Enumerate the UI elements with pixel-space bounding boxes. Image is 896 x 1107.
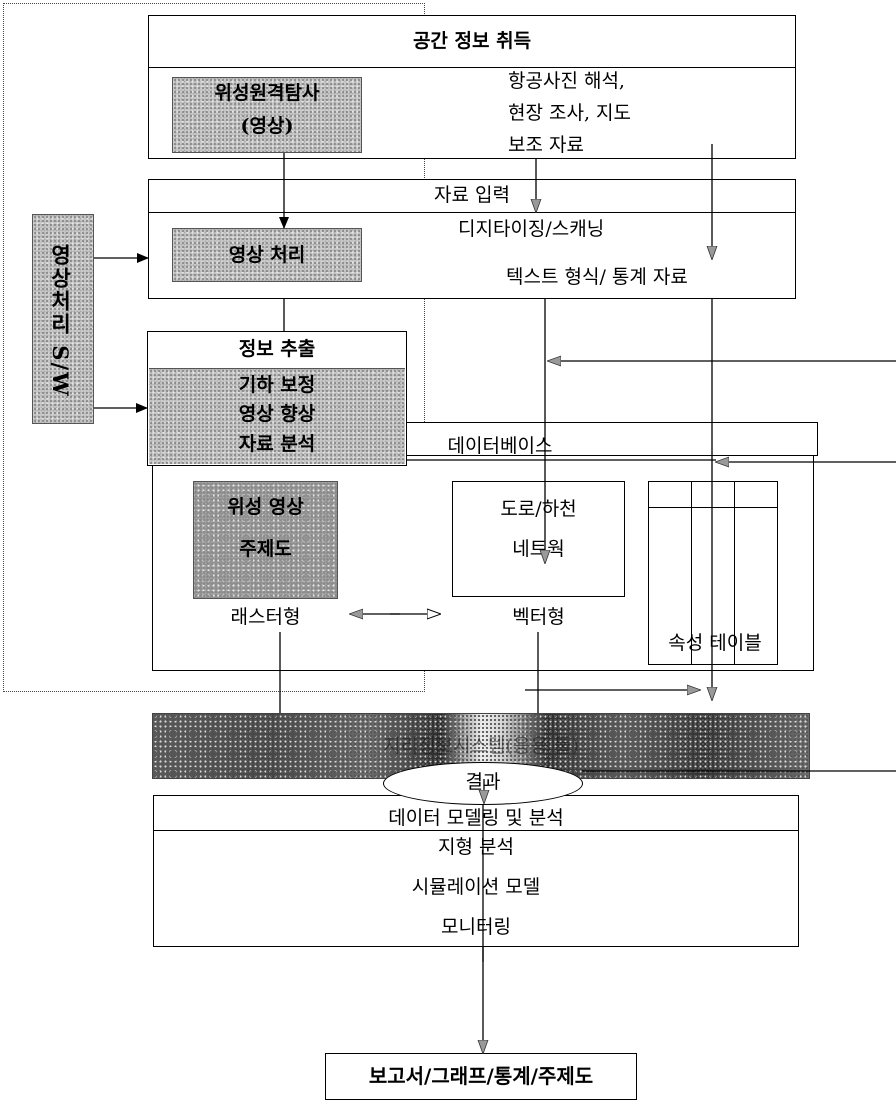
connector-lines [0, 0, 896, 1107]
